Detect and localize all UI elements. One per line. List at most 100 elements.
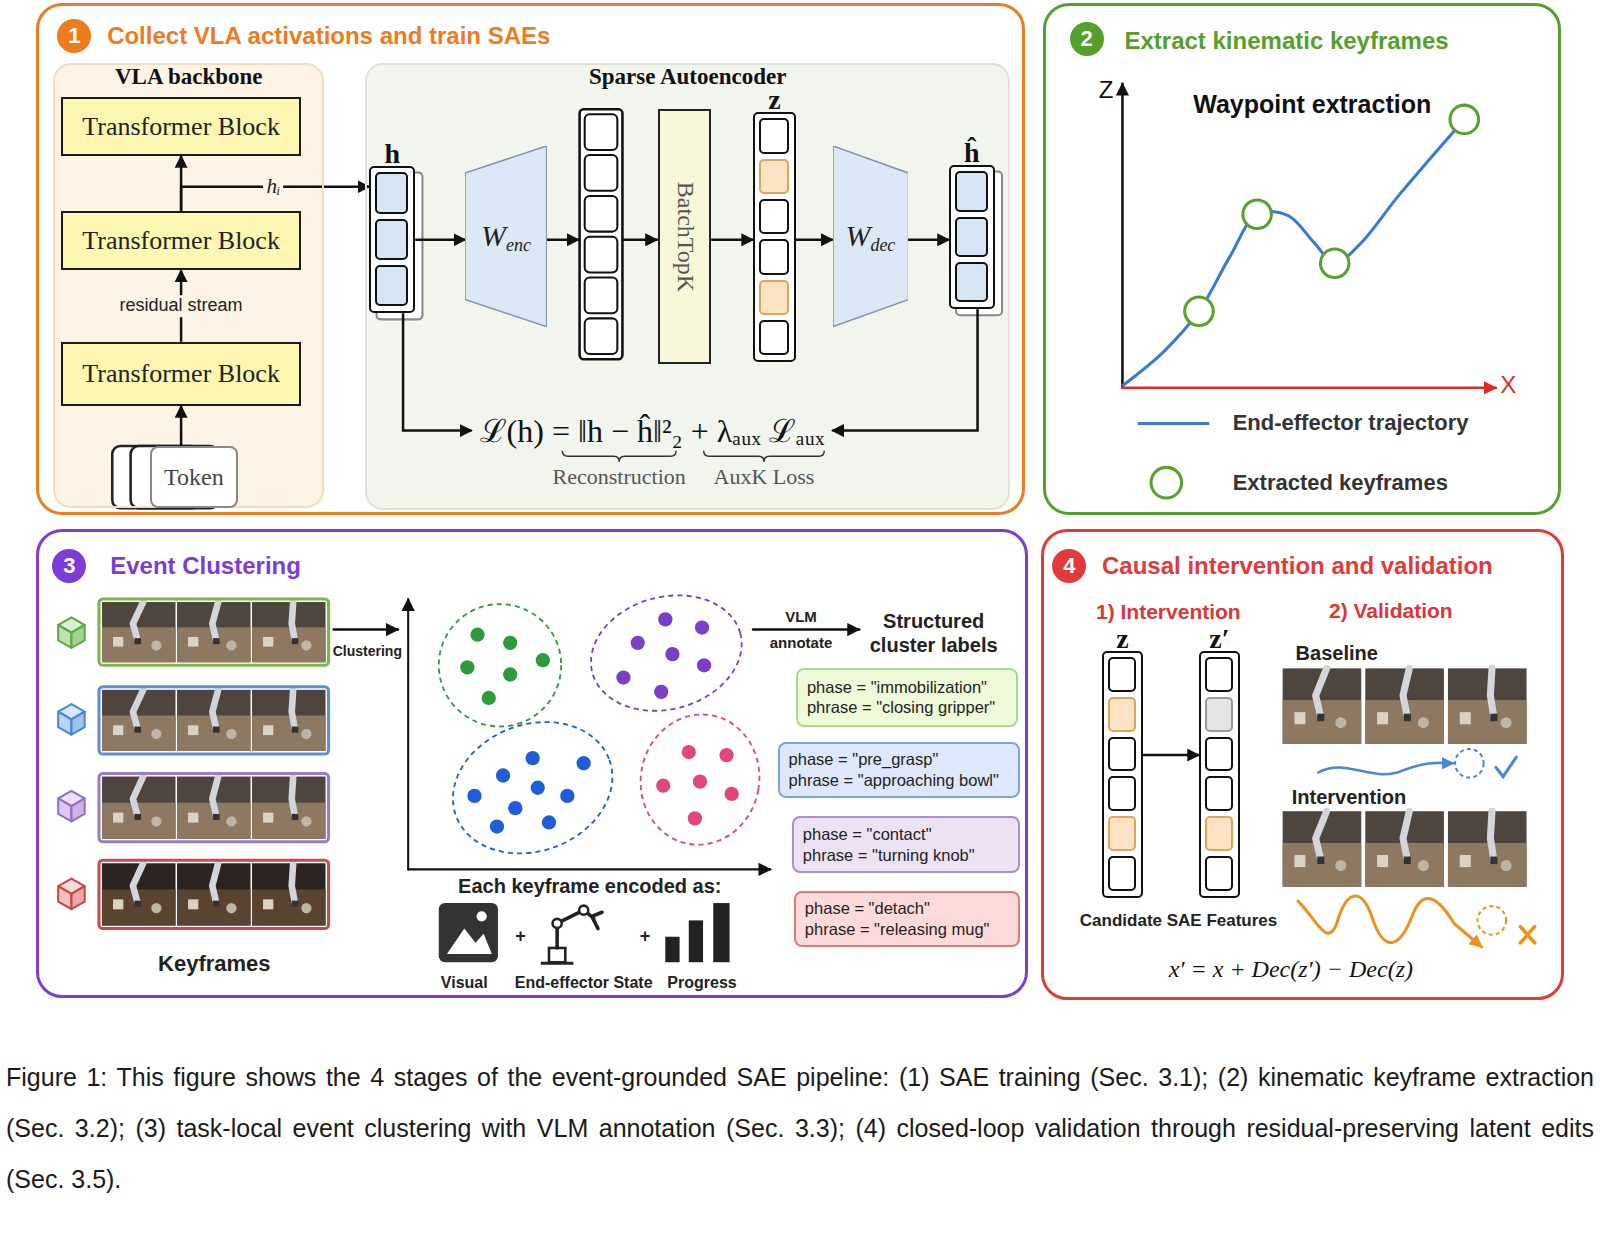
connector-arrow [711, 239, 753, 242]
vector-label: z [1116, 629, 1128, 649]
vector-cell [955, 217, 988, 257]
cube-face [58, 625, 71, 648]
arrow [334, 628, 398, 631]
cube-face [58, 886, 71, 909]
trapezoid-outline [833, 146, 909, 327]
photo-object [1460, 855, 1471, 867]
cluster-point [693, 774, 707, 788]
photo-object [1377, 855, 1388, 867]
weight-trapezoid: Wdec [833, 146, 909, 327]
vector-cell [955, 171, 988, 211]
cluster-point [467, 789, 481, 803]
photo-backdrop [1283, 811, 1362, 887]
photo-backdrop [252, 602, 325, 662]
robot-arm [292, 777, 295, 816]
legend-text: Extracted keyframes [1233, 469, 1448, 495]
photo-object [188, 813, 198, 823]
cluster-outline [439, 604, 561, 726]
image-icon-sun [477, 911, 487, 921]
cube-face [71, 625, 84, 648]
vector-cell [1205, 657, 1233, 692]
progress-bar [713, 903, 729, 962]
stage-heading: Causal intervention and validation [1102, 552, 1493, 580]
robot-arm [212, 602, 218, 639]
axis-label: Z [1099, 75, 1114, 104]
cube-face [71, 798, 84, 821]
section-label: Structured cluster labels [854, 609, 1014, 657]
photo-object [188, 899, 198, 909]
module-title: Sparse Autoencoder [367, 65, 1008, 89]
layer-label: BatchTopK [671, 182, 698, 292]
plus-sign: + [515, 926, 526, 948]
weight-symbol: W [481, 219, 506, 253]
axis-line [408, 868, 770, 870]
cube-face [71, 886, 84, 909]
vector-cell [1108, 816, 1136, 851]
connector-arrow [1143, 754, 1199, 757]
vector-cell [1205, 776, 1233, 811]
vector-cell [375, 172, 408, 213]
vector-cell [759, 280, 789, 315]
block-label: Transformer Block [82, 226, 280, 256]
photo-object [1335, 860, 1346, 871]
keyframe-strip [99, 687, 329, 754]
keyframe-marker [1243, 200, 1272, 229]
loss-arrow [403, 313, 472, 430]
icon-label: Visual [441, 973, 488, 992]
vector-column: z′ [1199, 651, 1240, 898]
vector-cell [585, 278, 618, 314]
keyframe-marker [1320, 249, 1349, 278]
stage-heading: Extract kinematic keyframes [1124, 27, 1448, 55]
photo-object [151, 640, 161, 650]
step-heading: 2) Validation [1329, 599, 1453, 624]
vector-column: z [753, 112, 796, 362]
cluster-outline [434, 700, 631, 875]
cluster-point [577, 756, 591, 770]
vector-cell [759, 320, 789, 355]
check-mark [1496, 757, 1516, 776]
vector-cell [1108, 737, 1136, 772]
cluster-field: phase = "immobilization" [807, 677, 987, 698]
robot-arm [1490, 668, 1493, 715]
edge-label: hᵢ [264, 174, 284, 199]
photo-object [263, 813, 273, 823]
stage-panel: 3Event Clusteringphase = "immobilization… [36, 529, 1028, 998]
vector-column: z [1102, 651, 1143, 898]
robot-gripper [134, 814, 141, 820]
photo-backdrop [177, 602, 250, 662]
photo-floor [1448, 843, 1527, 887]
vector-label: h [385, 144, 401, 164]
cluster-field: phase = "detach" [805, 898, 930, 919]
photo-backdrop [1365, 668, 1444, 744]
cluster-label-box: phase = "detach"phrase = "releasing mug" [794, 891, 1021, 947]
legend-text: End-effector trajectory [1233, 410, 1469, 436]
brace-label: AuxK Loss [714, 464, 815, 490]
photo-object [1294, 712, 1305, 724]
photo-object [301, 903, 311, 913]
robot-gripper [292, 814, 299, 820]
trapezoid-outline [465, 146, 547, 327]
icon-label: End-effector State [515, 973, 653, 992]
robot-arm [133, 690, 143, 728]
photo-object [113, 899, 123, 909]
transformer-block: Transformer Block [61, 211, 301, 270]
keyframe-marker [1185, 297, 1214, 326]
vector-cell [759, 159, 789, 194]
keyframe-marker [1450, 105, 1479, 134]
photo-object [1460, 712, 1471, 724]
robot-arm [133, 602, 143, 639]
photo-object [113, 725, 123, 735]
robot-gripper [292, 727, 299, 733]
robot-arm [1403, 668, 1409, 715]
autoencoder-fill [365, 63, 1010, 510]
robot-arm [1403, 811, 1409, 858]
edge-label: residual stream [117, 295, 246, 317]
target-circle [1455, 749, 1484, 778]
token-label: Token [164, 464, 224, 491]
arrow [753, 628, 859, 631]
stage-number: 4 [1052, 549, 1086, 583]
stage-heading: Event Clustering [110, 552, 301, 580]
photo-backdrop [102, 602, 175, 662]
robot-gripper [213, 814, 220, 820]
robot-gripper [1490, 714, 1497, 722]
